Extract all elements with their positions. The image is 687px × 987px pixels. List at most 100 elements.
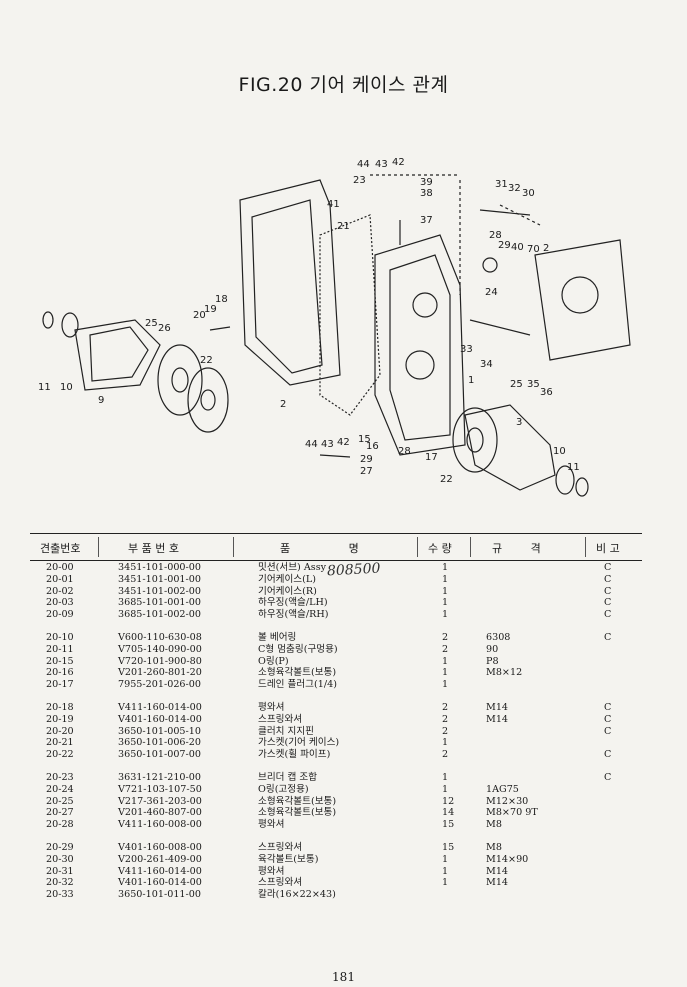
callout-43: 43 (375, 159, 388, 170)
cell-name: 평와셔 (258, 865, 285, 877)
callout-28-bottom: 28 (398, 446, 411, 457)
cell-part: V721-103-107-50 (118, 783, 202, 795)
callout-41: 41 (327, 199, 340, 210)
callout-22-left: 22 (200, 355, 213, 366)
cell-qty: 14 (442, 807, 455, 819)
header-part-no: 부 품 번 호 (128, 542, 179, 555)
cell-no: 20-29 (46, 841, 74, 853)
callout-27: 27 (360, 466, 373, 477)
cell-part: V411-160-008-00 (118, 819, 202, 831)
cell-part: V401-160-014-00 (118, 877, 202, 889)
callout-34: 34 (480, 359, 493, 370)
cell-remark: C (604, 573, 612, 585)
cell-part: V201-460-807-00 (118, 807, 202, 819)
cell-name: 가스켓(휠 파이프) (258, 749, 331, 761)
page-number: 181 (332, 970, 355, 984)
callout-18: 18 (215, 294, 228, 305)
cell-part: V217-361-203-00 (118, 795, 202, 807)
cell-spec: M14×90 (486, 853, 529, 865)
callout-31: 31 (495, 179, 508, 190)
cell-part: V411-160-014-00 (118, 865, 202, 877)
cell-qty: 1 (442, 865, 449, 877)
cell-spec: M14 (486, 877, 509, 889)
callout-25-right: 25 (510, 379, 523, 390)
callout-22-right: 22 (440, 474, 453, 485)
cell-part: V705-140-090-00 (118, 643, 202, 655)
callout-42: 42 (392, 157, 405, 168)
cell-no: 20-30 (46, 853, 74, 865)
callout-23: 23 (353, 175, 366, 186)
callout-16: 16 (366, 441, 379, 452)
cell-no: 20-09 (46, 609, 74, 621)
callout-15: 15 (358, 434, 371, 445)
cell-spec: M8 (486, 819, 502, 831)
cell-remark: C (604, 597, 612, 609)
cell-name: 브리더 캡 조합 (258, 771, 318, 783)
callout-30: 30 (522, 188, 535, 199)
cell-name: O링(P) (258, 655, 289, 667)
callout-29: 29 (498, 240, 511, 251)
callout-24: 24 (485, 287, 498, 298)
cell-remark: C (604, 609, 612, 621)
callout-44-bottom: 44 (305, 439, 318, 450)
cell-qty: 2 (442, 713, 449, 725)
cell-qty: 2 (442, 749, 449, 761)
cell-name: 하우징(액슬/LH) (258, 597, 328, 609)
cell-remark: C (604, 562, 612, 573)
cell-part: 3631-121-210-00 (118, 771, 201, 783)
cell-part: 3451-101-001-00 (118, 573, 201, 585)
cell-remark: C (604, 631, 612, 643)
cell-name: O링(고정용) (258, 783, 309, 795)
cell-spec: 1AG75 (486, 783, 519, 795)
cell-spec: M8×12 (486, 667, 523, 679)
cell-part: V200-261-409-00 (118, 853, 202, 865)
cell-spec: M14 (486, 713, 509, 725)
callout-28: 28 (489, 230, 502, 241)
cell-remark: C (604, 771, 612, 783)
callout-10-right: 10 (553, 446, 566, 457)
cell-name: 스프링와셔 (258, 713, 303, 725)
cell-remark: C (604, 749, 612, 761)
callout-2-left: 2 (280, 399, 286, 410)
header-part-name: 품 명 (280, 542, 359, 555)
cell-part: V720-101-900-80 (118, 655, 202, 667)
cell-name: 소형육각볼트(보통) (258, 795, 337, 807)
cell-no: 20-00 (46, 562, 74, 573)
cell-name: 밋션(서브) Assy (258, 562, 327, 573)
figure-title: FIG.20 기어 케이스 관계 (238, 74, 449, 96)
cell-part: 7955-201-026-00 (118, 679, 201, 691)
handwritten-note: 808500 (326, 560, 381, 580)
cell-part: V401-160-008-00 (118, 841, 202, 853)
cell-spec: M14 (486, 865, 509, 877)
cell-no: 20-33 (46, 889, 74, 901)
cell-spec: M8×70 9T (486, 807, 538, 819)
callout-44: 44 (357, 159, 370, 170)
callout-38: 38 (420, 188, 433, 199)
cell-remark: C (604, 725, 612, 737)
cell-no: 20-31 (46, 865, 74, 877)
cell-name: 평와셔 (258, 819, 285, 831)
cell-remark: C (604, 713, 612, 725)
cell-no: 20-20 (46, 725, 74, 737)
cell-qty: 1 (442, 573, 449, 585)
callout-37: 37 (420, 215, 433, 226)
callout-11-right: 11 (567, 462, 580, 473)
callout-1: 1 (468, 375, 474, 386)
cell-qty: 12 (442, 795, 455, 807)
cell-name: 칼라(16×22×43) (258, 889, 336, 901)
cell-spec: M8 (486, 841, 502, 853)
header-ref-no: 견출번호 (40, 542, 81, 555)
cell-no: 20-02 (46, 585, 74, 597)
